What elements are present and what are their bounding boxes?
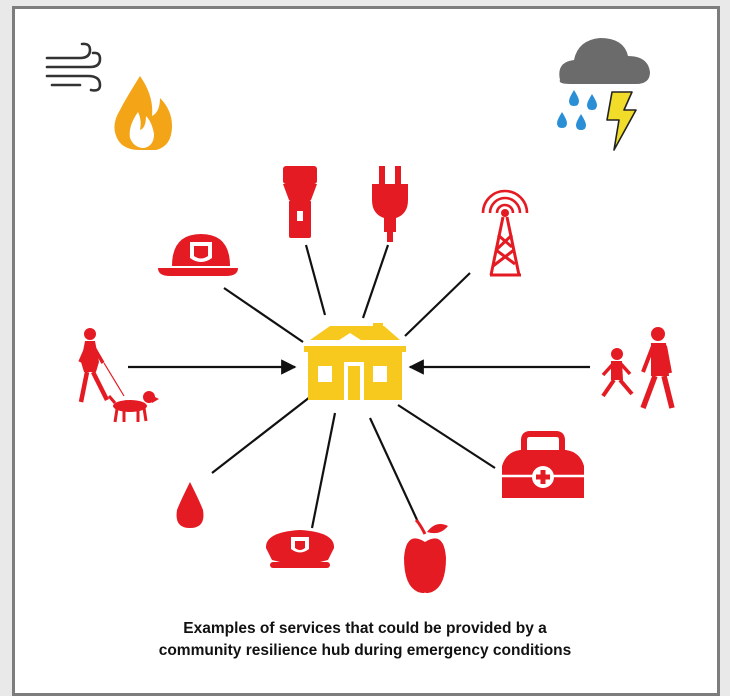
wind-icon: [45, 42, 102, 92]
flashlight-icon: [283, 166, 317, 238]
medical-kit-icon: [502, 431, 584, 498]
community-house-icon: [304, 323, 406, 400]
caption-line-1: Examples of services that could be provi…: [183, 620, 547, 637]
storm-cloud-icon: [557, 38, 650, 151]
power-plug-icon: [372, 166, 408, 242]
adult-and-child-walking-icon: [601, 327, 675, 409]
firefighter-helmet-icon: [158, 234, 238, 276]
connector-line: [369, 417, 419, 523]
connector-line: [361, 244, 390, 319]
connector-line: [404, 272, 471, 337]
connector-line: [397, 404, 496, 469]
connector-line: [211, 396, 311, 474]
apple-icon: [404, 518, 448, 593]
figure-caption: Examples of services that could be provi…: [0, 618, 730, 662]
connector-lines: [128, 244, 590, 529]
fire-icon: [114, 76, 172, 150]
connector-line: [223, 287, 304, 343]
caption-line-2: community resilience hub during emergenc…: [158, 642, 572, 659]
resilience-hub-diagram: [45, 38, 675, 593]
woman-with-dog-icon: [78, 328, 159, 423]
connector-line: [304, 244, 327, 316]
radio-tower-icon: [480, 189, 530, 277]
water-drop-icon: [176, 482, 204, 528]
police-cap-icon: [265, 530, 335, 568]
connector-line: [310, 412, 337, 529]
